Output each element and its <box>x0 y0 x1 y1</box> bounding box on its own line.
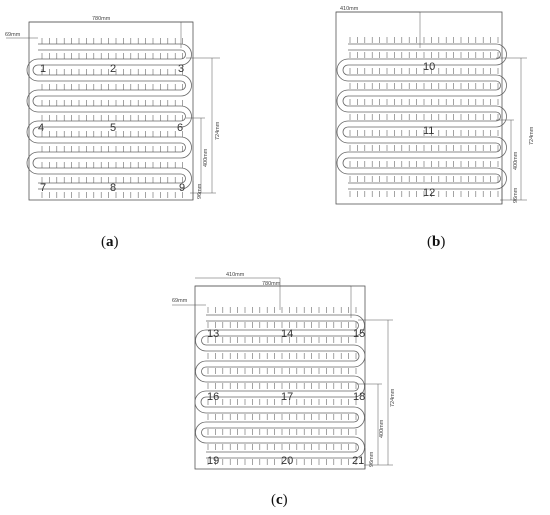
panel-b-dimensions <box>336 11 527 204</box>
point-label: 10 <box>423 61 435 73</box>
point-label: 11 <box>423 125 434 137</box>
panel-a-dim-left: 69mm <box>5 32 21 38</box>
panel-b-coil <box>336 43 507 190</box>
point-label: 9 <box>179 182 185 194</box>
panel-a-dimensions <box>6 21 220 200</box>
point-label: 19 <box>207 455 219 467</box>
panel-c-dim-left: 69mm <box>172 298 188 304</box>
panel-c-dim-right-outer: 724mm <box>390 388 396 407</box>
point-label: 17 <box>281 391 293 403</box>
panel-b-plate <box>335 11 503 205</box>
caption-b-letter: b <box>432 234 441 250</box>
panel-c-coil <box>194 314 366 459</box>
panel-c-point-labels: 13 14 15 16 17 18 19 20 21 <box>207 328 365 467</box>
point-label: 7 <box>40 182 46 194</box>
point-label: 21 <box>352 455 364 467</box>
point-label: 2 <box>110 63 116 75</box>
point-label: 16 <box>207 391 219 403</box>
point-label: 20 <box>281 455 293 467</box>
panel-c-dimensions <box>172 277 393 469</box>
panel-a: 780mm 69mm 724mm 400mm 96mm 1 2 3 4 5 6 7 8 9 <box>5 16 221 201</box>
panel-c-dim-top1: 410mm <box>226 272 245 278</box>
panel-c-dim-top2: 780mm <box>262 281 281 287</box>
panel-c-fins <box>207 307 357 465</box>
panel-a-dim-right-outer: 724mm <box>215 121 221 140</box>
panel-a-dim-top: 780mm <box>92 16 111 22</box>
panel-b-dim-top: 410mm <box>340 6 359 12</box>
panel-c-plate <box>194 285 366 470</box>
panel-a-plate <box>28 21 194 201</box>
panel-c: 410mm 780mm 69mm 724mm 400mm 96mm 13 14 15… <box>172 272 396 470</box>
point-label: 5 <box>110 122 116 134</box>
panel-b-fins <box>349 37 499 197</box>
point-label: 8 <box>110 182 116 194</box>
panel-c-dim-bottom: 96mm <box>369 451 375 467</box>
point-label: 3 <box>178 63 184 75</box>
caption-c: (c) <box>271 492 288 508</box>
panel-b-dim-right-outer: 724mm <box>529 126 535 145</box>
point-label: 15 <box>353 328 365 340</box>
panel-a-dim-bottom: 96mm <box>197 183 203 199</box>
panel-a-coil <box>26 43 192 190</box>
panel-b-point-labels: 10 11 12 <box>423 61 435 199</box>
panel-c-dim-right-inner: 400mm <box>379 419 385 438</box>
caption-b: (b) <box>427 234 446 250</box>
point-label: 18 <box>353 391 365 403</box>
panel-a-point-labels: 1 2 3 4 5 6 7 8 9 <box>38 63 185 194</box>
point-label: 14 <box>281 328 293 340</box>
caption-c-letter: c <box>276 492 283 508</box>
panel-b-dim-right-inner: 400mm <box>513 151 519 170</box>
panel-b: 410mm 724mm 400mm 96mm 10 11 12 <box>335 6 535 205</box>
caption-a: (a) <box>101 234 119 250</box>
caption-a-letter: a <box>106 234 114 250</box>
point-label: 6 <box>177 122 183 134</box>
panel-b-dim-bottom: 96mm <box>513 187 519 203</box>
panel-a-fins <box>41 38 183 198</box>
point-label: 13 <box>207 328 219 340</box>
point-label: 12 <box>423 187 435 199</box>
panel-a-dim-right-inner: 400mm <box>203 148 209 167</box>
point-label: 4 <box>38 122 44 134</box>
point-label: 1 <box>40 63 46 75</box>
